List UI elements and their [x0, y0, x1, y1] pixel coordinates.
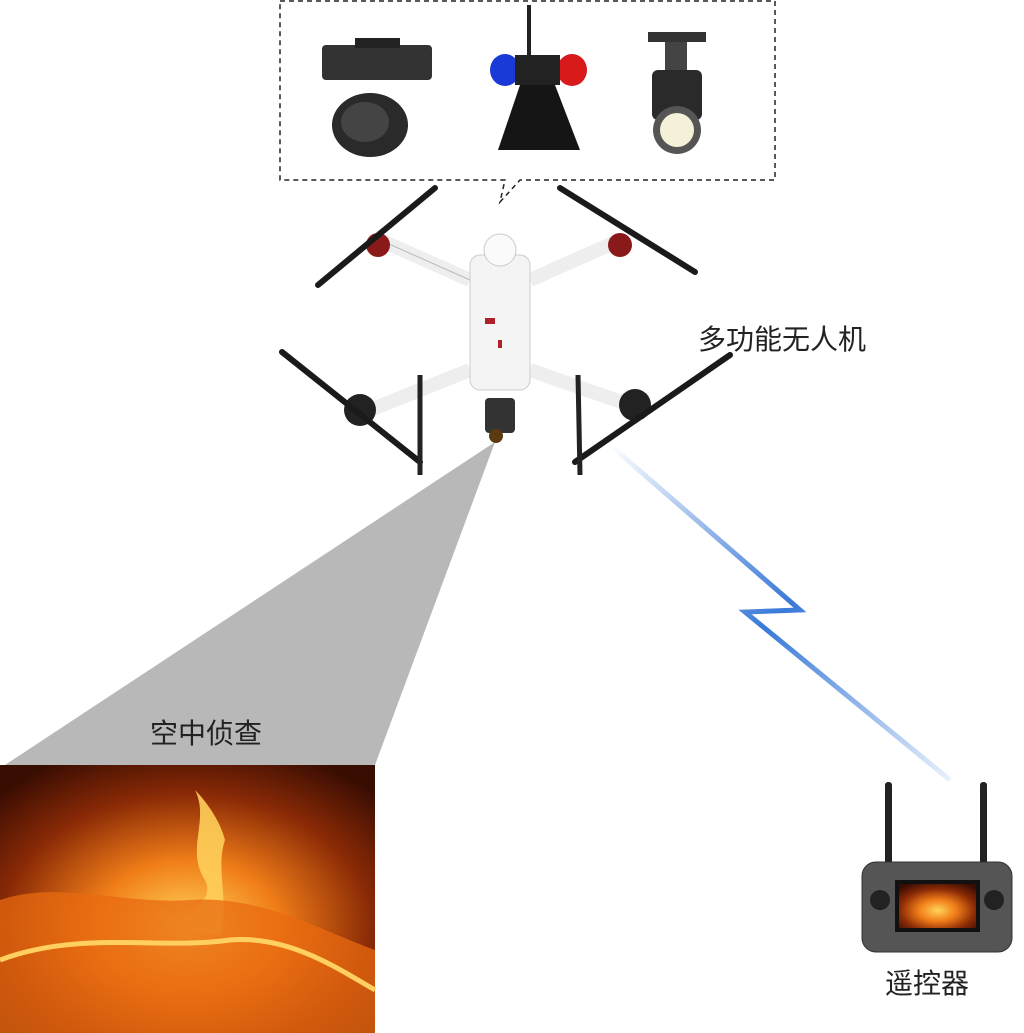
aerial-fire-image — [0, 765, 377, 1033]
police-light-loudspeaker-icon — [490, 5, 587, 150]
multifunction-drone — [279, 185, 733, 476]
remote-controller-label: 遥控器 — [885, 967, 970, 1000]
remote-controller — [861, 782, 1013, 953]
gimbal-camera-icon — [322, 38, 432, 157]
payload-callout — [279, 0, 776, 205]
wireless-link — [608, 443, 952, 782]
drone-label: 多功能无人机 — [698, 323, 867, 356]
searchlight-icon — [648, 32, 706, 154]
camera-fov — [5, 442, 495, 765]
aerial-recon-label: 空中侦查 — [150, 717, 263, 750]
